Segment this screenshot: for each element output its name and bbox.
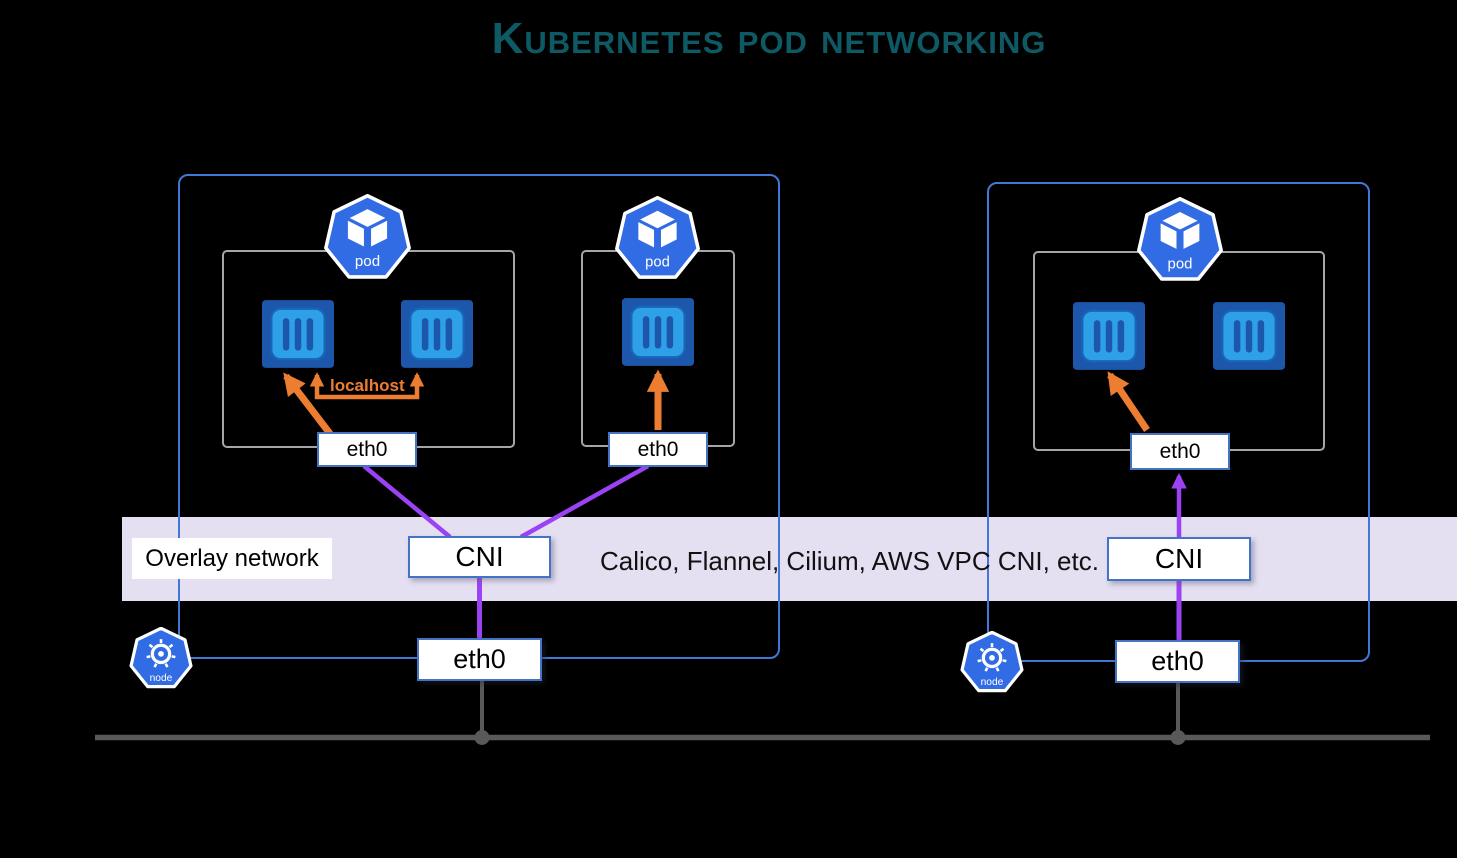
eth0-box-node-left: eth0 (417, 638, 542, 681)
cni-plugins-text: Calico, Flannel, Cilium, AWS VPC CNI, et… (600, 546, 1099, 576)
pod-icon-label: pod (355, 253, 380, 270)
localhost-bracket (309, 372, 425, 400)
cni-box-right: CNI (1107, 537, 1251, 581)
node-icon: node (960, 631, 1024, 695)
eth0-box-node-right: eth0 (1115, 640, 1240, 683)
network-line (95, 681, 1430, 745)
helm-wheel-icon (977, 643, 1007, 672)
cni-box-left: CNI (408, 536, 551, 578)
cni-links (362, 464, 1187, 642)
node-icon: node (129, 627, 193, 691)
helm-wheel-icon (146, 639, 176, 668)
network-junction-dot-left (474, 730, 490, 745)
pod-icon: pod (1136, 197, 1224, 285)
pod-icon-label: pod (645, 254, 670, 270)
pod-icon: pod (323, 194, 412, 283)
container-icon (622, 298, 694, 366)
eth0-box-pod3: eth0 (1130, 433, 1230, 470)
container-icon (262, 300, 334, 368)
container-icon (1073, 302, 1145, 370)
node-icon-label: node (981, 677, 1004, 688)
container-icon (1213, 302, 1285, 370)
container-icon (401, 300, 473, 368)
localhost-label: localhost (330, 376, 405, 395)
node-icon-label: node (150, 673, 173, 684)
cube-icon (638, 210, 677, 248)
overlay-network-label: Overlay network (132, 538, 332, 579)
container-arrows (283, 369, 1150, 438)
network-junction-dot-right (1170, 730, 1186, 745)
eth0-box-pod2: eth0 (608, 432, 708, 467)
pod-icon: pod (614, 196, 701, 283)
pod-icon-label: pod (1168, 255, 1193, 272)
eth0-box-pod1: eth0 (317, 432, 417, 467)
diagram-title: Kubernetes pod networking (491, 14, 1047, 63)
cube-icon (347, 209, 388, 247)
